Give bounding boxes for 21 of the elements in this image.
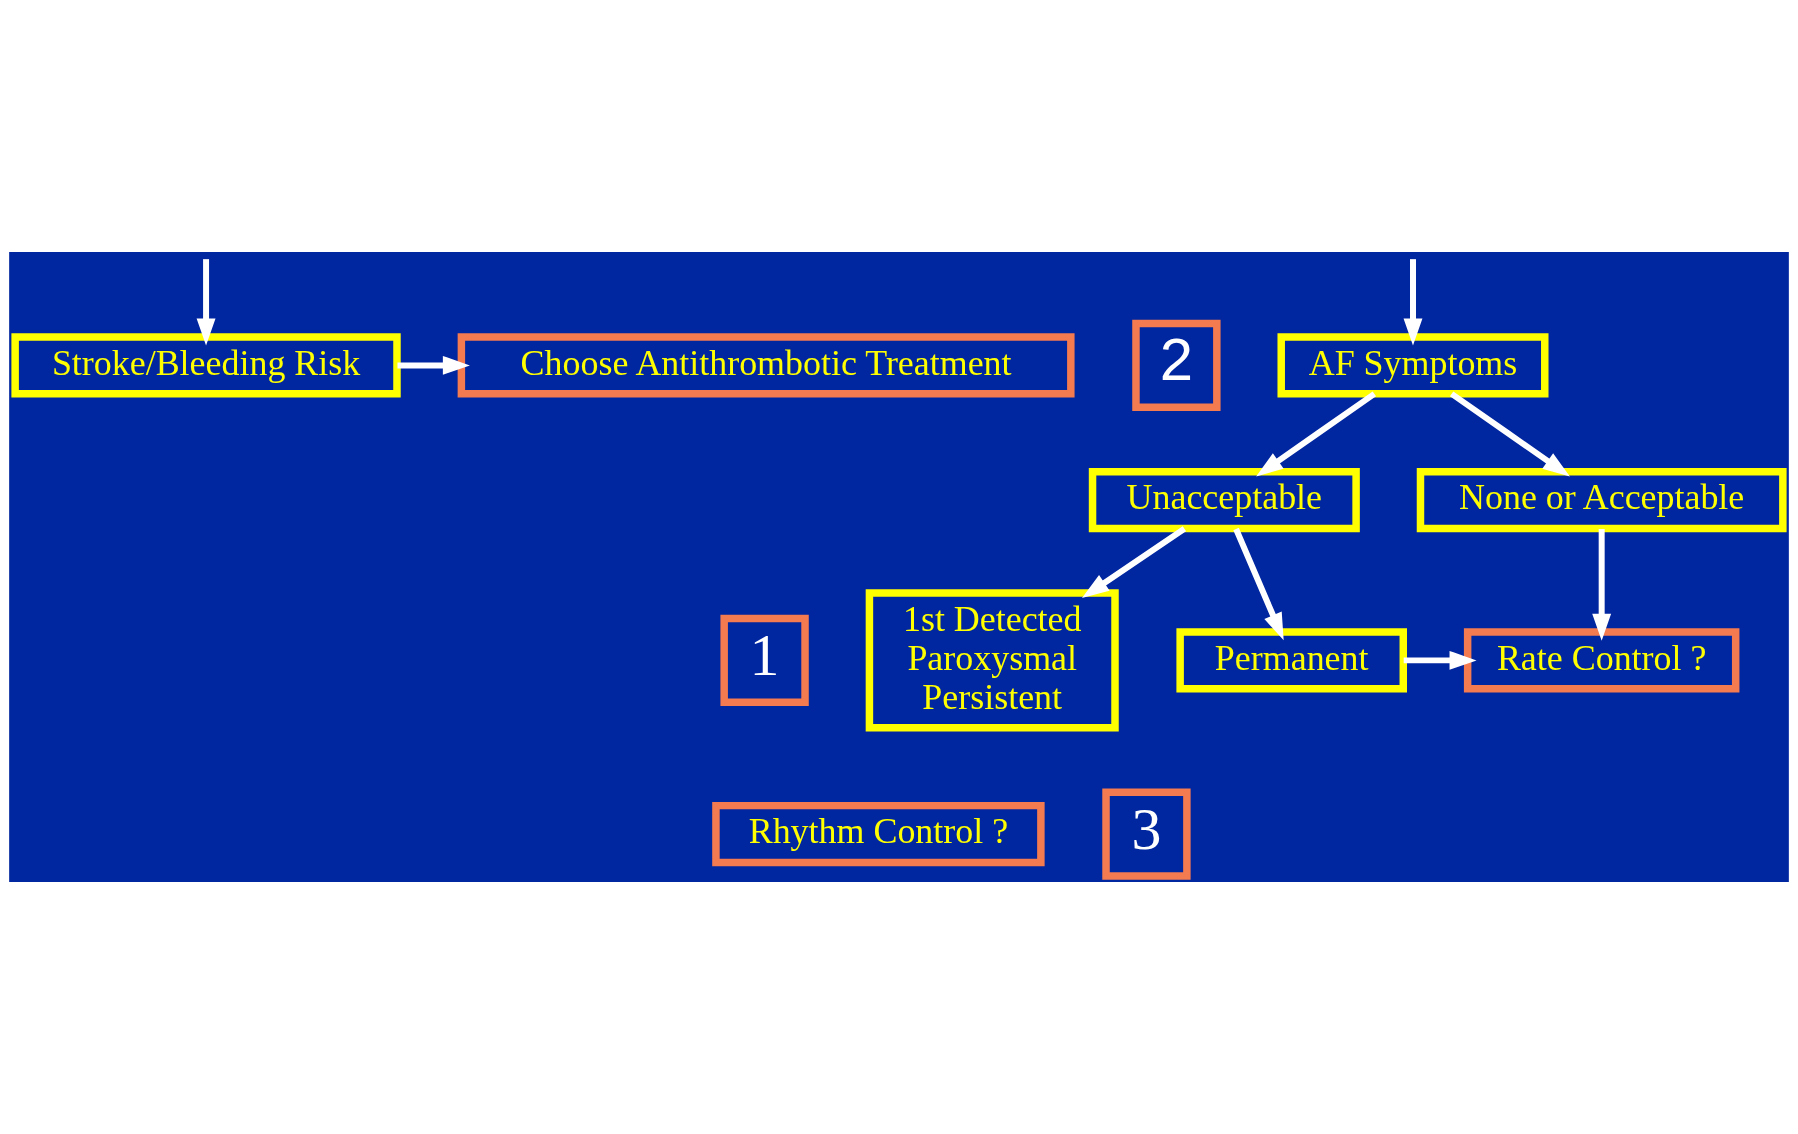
arrow (196, 259, 216, 346)
arrow (1449, 391, 1570, 477)
node-box: None or Acceptable (1416, 467, 1787, 533)
node-box: Rate Control ? (1463, 628, 1740, 693)
node-box: Rhythm Control ? (712, 801, 1045, 867)
arrow (1403, 650, 1477, 670)
node-box: 2 (1132, 319, 1221, 412)
arrow (1256, 391, 1377, 477)
node-box: AF Symptoms (1277, 333, 1549, 398)
arrow (1403, 259, 1423, 346)
node-box: 1st Detected Paroxysmal Persistent (865, 589, 1119, 732)
node-box: 1 (720, 614, 809, 707)
node-box: Permanent (1176, 628, 1407, 693)
node-box: 3 (1102, 788, 1191, 880)
arrow (1233, 527, 1284, 641)
node-box: Stroke/Bleeding Risk (11, 333, 401, 398)
node-box: Choose Antithrombotic Treatment (457, 333, 1075, 398)
arrow (1081, 526, 1187, 599)
node-box: Unacceptable (1088, 467, 1360, 533)
arrow (1592, 529, 1612, 641)
arrow (397, 355, 470, 375)
